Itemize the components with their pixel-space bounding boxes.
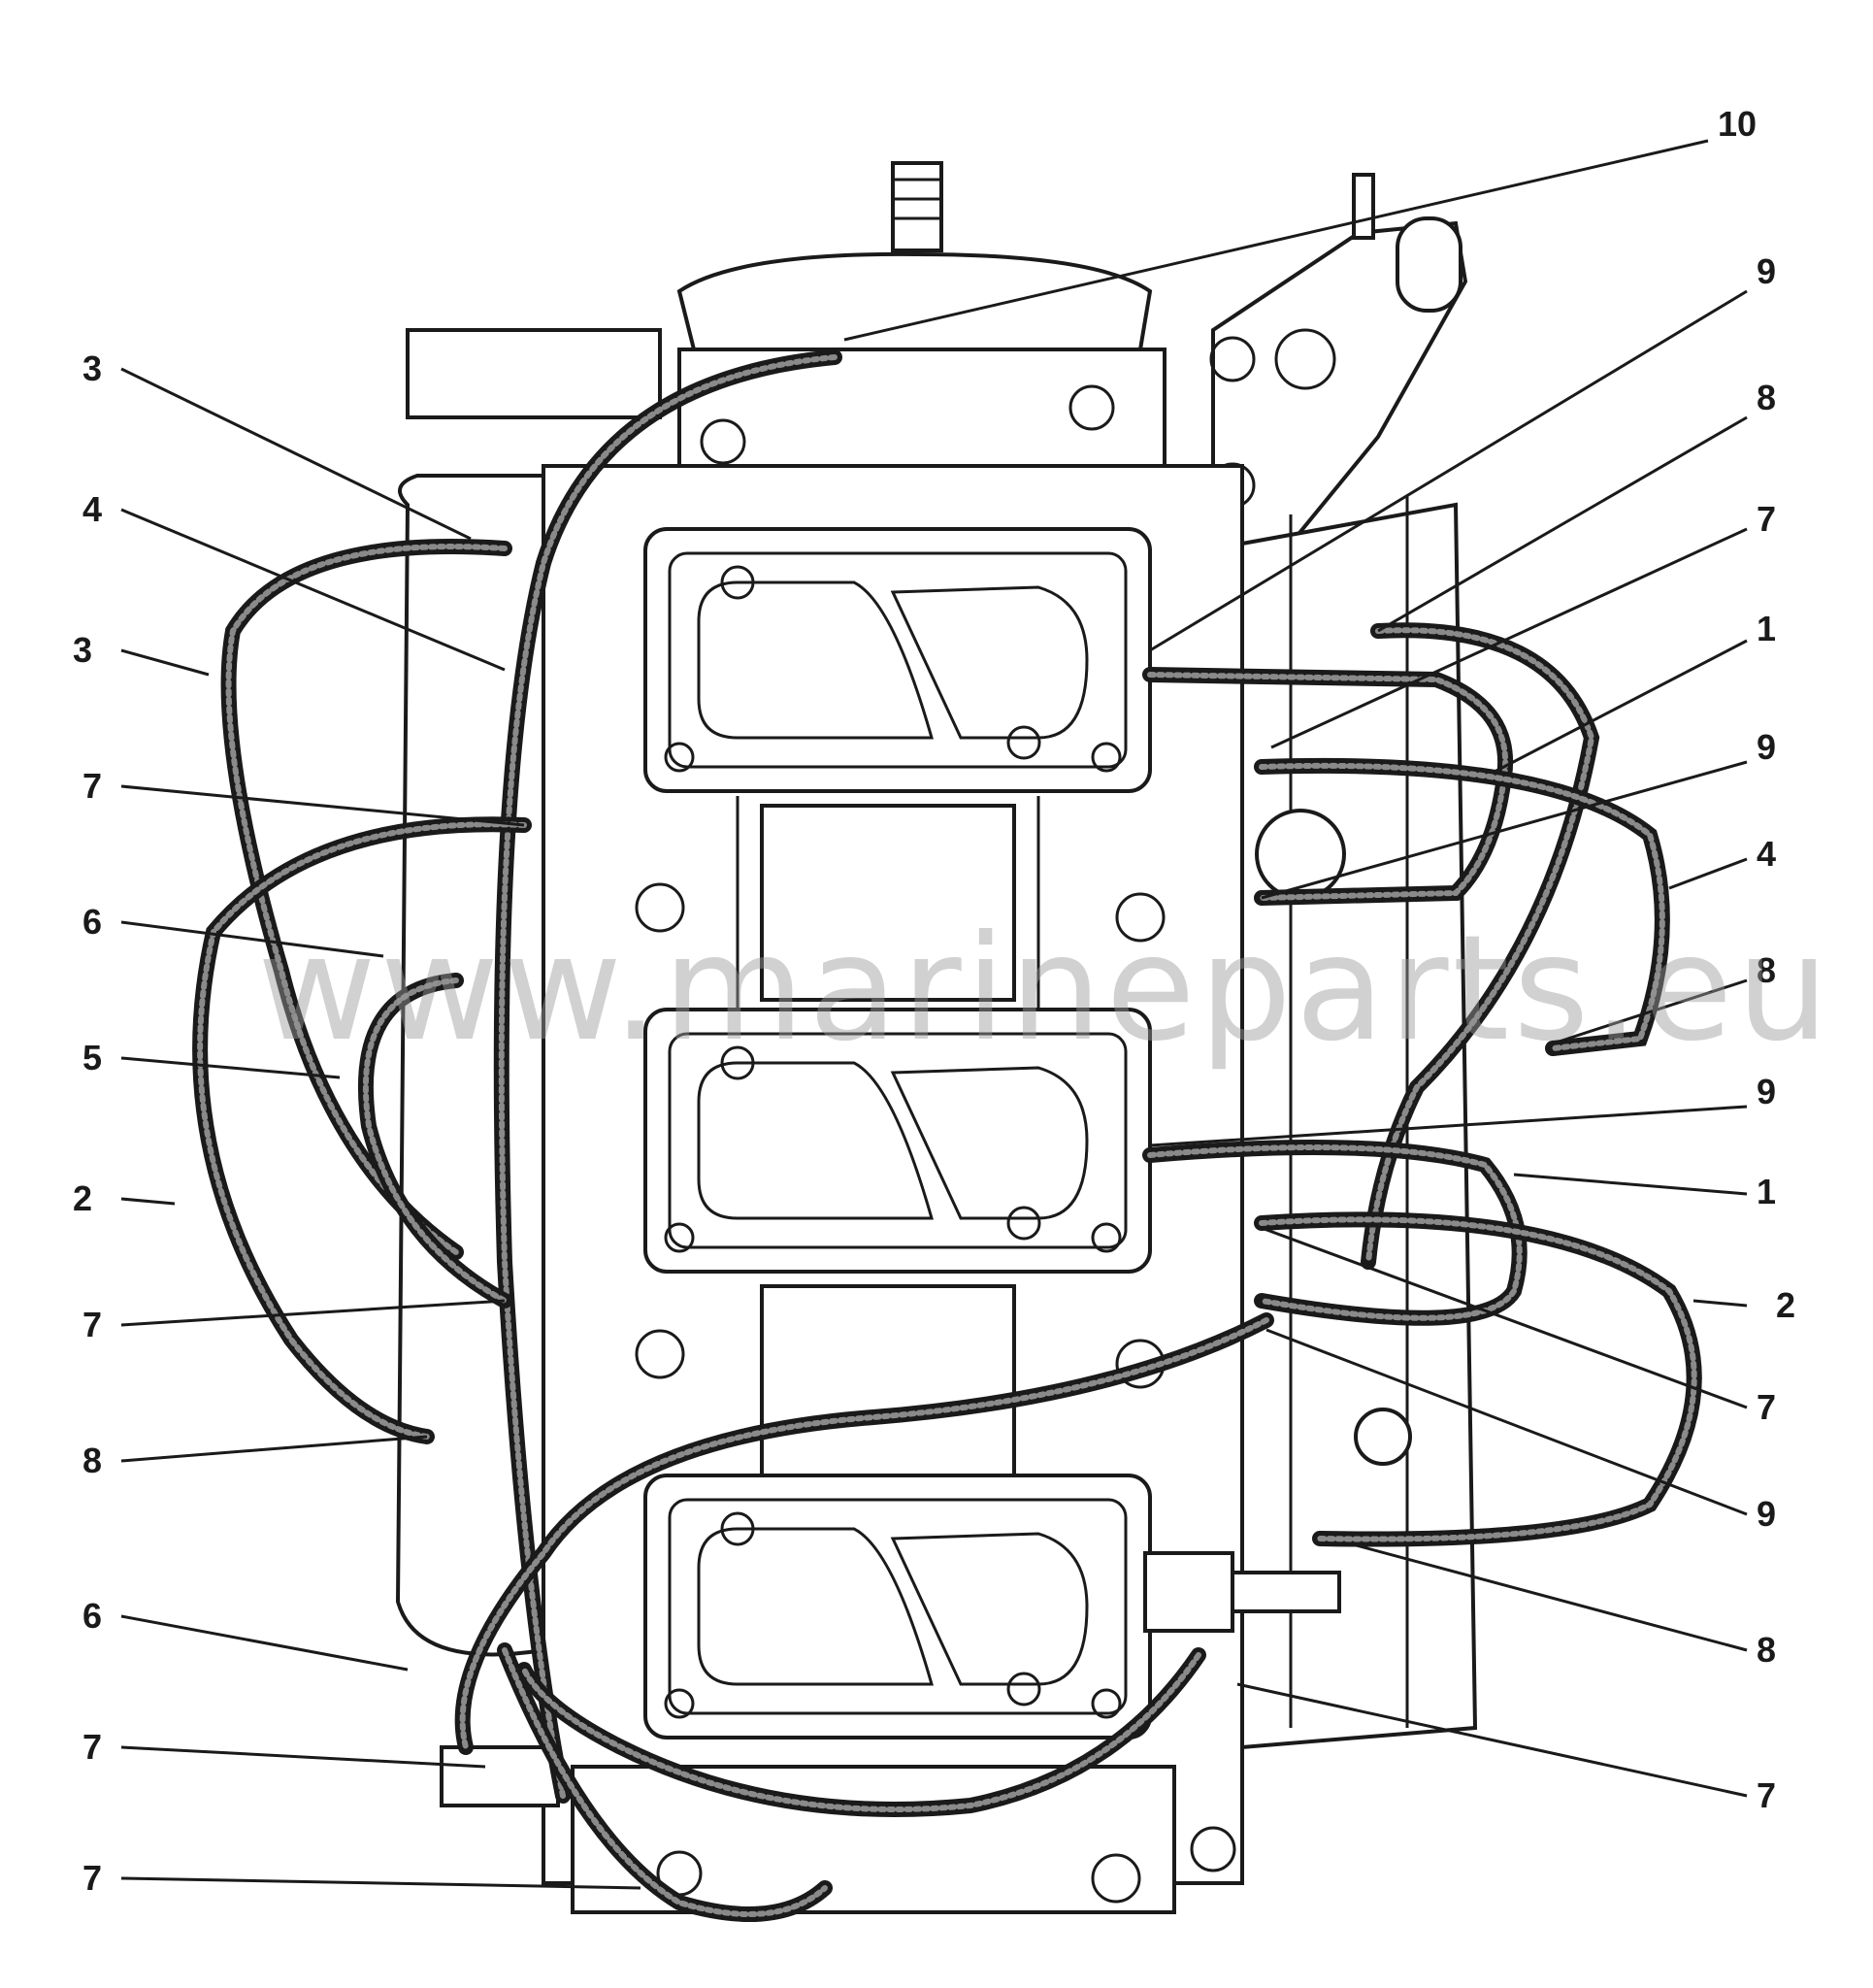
crank-shaft-stub: [891, 161, 943, 252]
callout-left-10: 6: [82, 1596, 102, 1636]
callout-right-8: 8: [1757, 950, 1776, 990]
callout-right-4: 7: [1757, 499, 1776, 539]
callout-left-9: 8: [82, 1441, 102, 1480]
callout-left-6: 5: [82, 1038, 102, 1077]
callout-right-2: 9: [1757, 251, 1776, 291]
leader-lines: [120, 139, 1748, 1890]
callout-left-12: 7: [82, 1858, 102, 1898]
top-bearing-housing: [676, 251, 1153, 351]
callout-left-8: 7: [82, 1305, 102, 1344]
callout-left-11: 7: [82, 1727, 102, 1767]
callout-right-14: 8: [1757, 1630, 1776, 1670]
watermark-text: www.marineparts.eu: [257, 905, 1833, 1074]
hoses: [192, 349, 1702, 1922]
reed-plate-upper: [643, 527, 1152, 793]
callout-right-6: 9: [1757, 727, 1776, 767]
callouts-left: 3 4 3 7 6 5 2 7 8 6 7 7: [73, 348, 102, 1898]
screw-head: [1354, 1408, 1412, 1466]
side-plug: [1255, 809, 1346, 900]
callout-right-3: 8: [1757, 378, 1776, 417]
callout-right-10: 1: [1757, 1172, 1776, 1211]
callout-right-11: 2: [1776, 1285, 1795, 1325]
reed-plate-lower: [643, 1474, 1152, 1740]
callout-left-1: 3: [82, 348, 102, 388]
callout-left-5: 6: [82, 902, 102, 942]
callout-right-9: 9: [1757, 1072, 1776, 1111]
callouts-right: 10 9 8 7 1 9 4 8 9 1 2 7 9 8 7: [1718, 104, 1795, 1815]
callout-right-1: 10: [1718, 104, 1757, 144]
reed-plate-middle: [643, 1008, 1152, 1274]
callout-right-12: 7: [1757, 1387, 1776, 1427]
left-upper-bracket: [406, 328, 662, 419]
callout-right-7: 4: [1757, 834, 1776, 874]
engine-block: [395, 161, 1478, 1914]
callout-right-13: 9: [1757, 1494, 1776, 1534]
callout-left-4: 7: [82, 766, 102, 806]
callout-left-7: 2: [73, 1178, 92, 1218]
callout-left-2: 4: [82, 489, 102, 529]
callout-right-5: 1: [1757, 609, 1776, 648]
callout-left-3: 3: [73, 630, 92, 670]
callout-right-15: 7: [1757, 1775, 1776, 1815]
